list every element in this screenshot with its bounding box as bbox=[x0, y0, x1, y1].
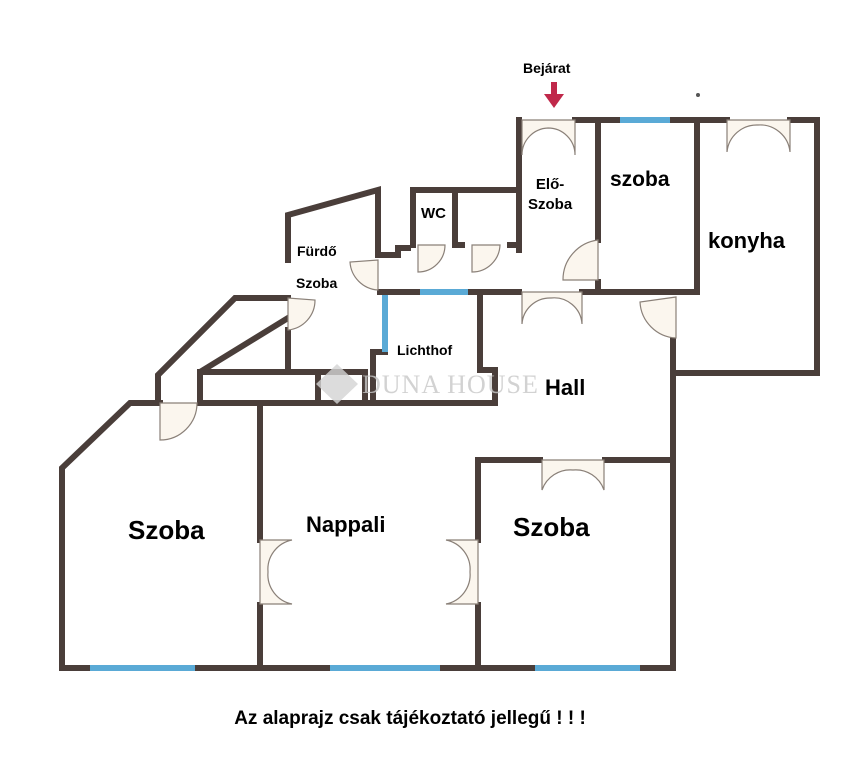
hall-konyha-door[interactable] bbox=[639, 296, 677, 339]
furdo-door[interactable] bbox=[349, 259, 379, 291]
entrance-arrow-icon bbox=[544, 82, 564, 108]
doors bbox=[159, 119, 791, 605]
walls bbox=[59, 117, 820, 671]
room-label-szoba-right: Szoba bbox=[513, 512, 590, 542]
right-szoba-door[interactable] bbox=[541, 459, 605, 491]
wc-door[interactable] bbox=[417, 244, 446, 273]
konyha-door[interactable] bbox=[726, 119, 791, 153]
room-label-furdo-2: Szoba bbox=[296, 275, 338, 291]
disclaimer: Az alaprajz csak tájékoztató jellegű ! !… bbox=[234, 708, 586, 729]
nappali-left-door[interactable] bbox=[259, 539, 293, 605]
room-label-furdo-1: Fürdő bbox=[297, 243, 337, 259]
elo-szoba-line1: Elő- bbox=[535, 176, 565, 193]
storage-door[interactable] bbox=[471, 244, 501, 273]
room-label-szoba-left: Szoba bbox=[128, 515, 205, 545]
room-label-hall: Hall bbox=[545, 375, 586, 400]
entrance-door[interactable] bbox=[521, 119, 576, 156]
elo-szoba-szoba-door[interactable] bbox=[562, 239, 599, 281]
svg-text:DUNA HOUSE: DUNA HOUSE bbox=[362, 370, 539, 399]
room-label-nappali: Nappali bbox=[306, 512, 386, 537]
windows bbox=[90, 117, 670, 671]
elo-szoba-line2: Szoba bbox=[528, 196, 573, 213]
corridor-door[interactable] bbox=[287, 297, 316, 331]
nappali-right-door[interactable] bbox=[445, 539, 479, 605]
room-label-szoba-small: szoba bbox=[610, 168, 670, 191]
hall-double-door[interactable] bbox=[521, 291, 583, 325]
entrance-label: Bejárat bbox=[523, 60, 571, 76]
room-label-wc: WC bbox=[421, 205, 446, 222]
duna-house-logo: DUNA HOUSE bbox=[316, 364, 539, 404]
left-szoba-door[interactable] bbox=[159, 402, 198, 441]
room-label-konyha: konyha bbox=[708, 228, 786, 253]
room-label-lichthof: Lichthof bbox=[397, 342, 453, 358]
room-label-elo-szoba: Elő- Szoba bbox=[528, 175, 572, 215]
